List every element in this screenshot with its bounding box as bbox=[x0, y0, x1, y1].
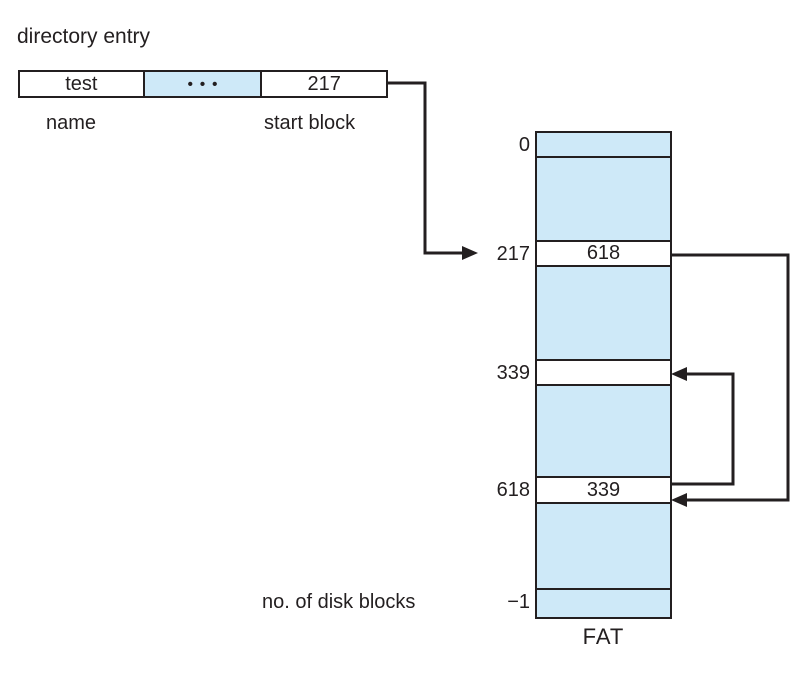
start-block-label: start block bbox=[264, 112, 356, 134]
no-of-disk-blocks-label: no. of disk blocks bbox=[262, 591, 416, 613]
fat-row-217: 618 bbox=[537, 242, 670, 267]
fat-index-label-minus-1: −1 bbox=[507, 591, 530, 613]
fat-index-label-618: 618 bbox=[496, 479, 530, 501]
fat-index-label-217: 217 bbox=[496, 243, 530, 265]
name-label: name bbox=[46, 112, 97, 134]
arrow-row-618-to-row-339 bbox=[670, 367, 735, 486]
diagram-title: directory entry bbox=[17, 25, 151, 48]
fat-row-618: 339 bbox=[537, 478, 670, 504]
fat-block-blue bbox=[537, 386, 670, 478]
directory-entry-ellipsis-cell: ••• bbox=[142, 72, 263, 96]
fat-block-blue bbox=[537, 504, 670, 590]
directory-entry-start-block-cell: 217 bbox=[262, 72, 387, 96]
directory-entry-name-cell: test bbox=[20, 72, 143, 96]
fat-block-blue bbox=[537, 158, 670, 242]
fat-index-label-0: 0 bbox=[518, 134, 530, 156]
directory-entry-box: test ••• 217 bbox=[18, 70, 388, 98]
arrow-start-block-to-row-217 bbox=[388, 81, 478, 260]
fat-block-blue bbox=[537, 267, 670, 361]
fat-table: 618 339 bbox=[535, 131, 672, 619]
fat-row-minus-1 bbox=[537, 590, 670, 617]
fat-index-label-339: 339 bbox=[496, 362, 530, 384]
arrowhead-left-icon bbox=[671, 493, 687, 507]
fat-row-339 bbox=[537, 361, 670, 386]
arrow-row-217-to-row-618 bbox=[670, 253, 790, 507]
arrowhead-left-icon bbox=[671, 367, 687, 381]
fat-row-0 bbox=[537, 133, 670, 158]
fat-table-caption: FAT bbox=[582, 624, 625, 649]
